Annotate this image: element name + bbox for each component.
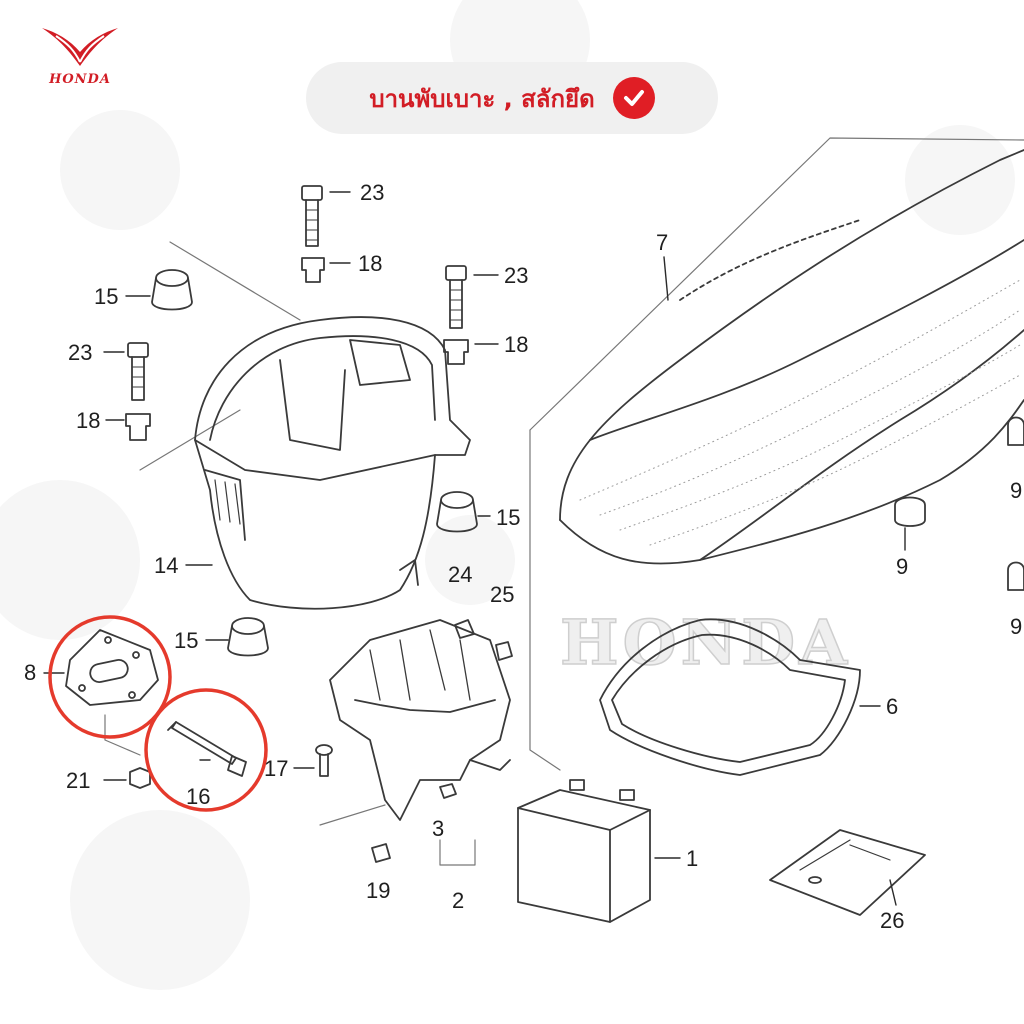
callout-18-top: 18: [358, 251, 383, 276]
callout-23-right: 23: [504, 263, 529, 288]
rubber-9-center: [894, 496, 926, 527]
honda-wing-icon: [42, 28, 118, 66]
title-banner: บานพับเบาะ , สลักยึด: [306, 62, 718, 134]
collar-18-top: [301, 257, 325, 283]
rubber-15-right: [436, 491, 478, 533]
watermark-honda: HONDA: [559, 605, 852, 680]
callout-9-bottom: 9: [1010, 614, 1023, 639]
bolt-23-right: [445, 265, 467, 329]
screw-17: [315, 744, 333, 777]
banner-title: บานพับเบาะ , สลักยึด: [369, 84, 595, 113]
luggage-box-part: [194, 316, 471, 610]
highlight-pin: [144, 688, 268, 812]
clip-25: [495, 641, 513, 661]
callout-16: 16: [186, 784, 211, 809]
callout-1: 1: [686, 846, 699, 871]
callout-18-left: 18: [76, 408, 101, 433]
battery-part: [517, 779, 651, 923]
clip-3: [439, 783, 457, 799]
battery-box-part: [329, 619, 511, 821]
rubber-15-bottom: [227, 617, 269, 657]
callout-17: 17: [264, 756, 289, 781]
callout-19: 19: [366, 878, 391, 903]
callout-15-bottom: 15: [174, 628, 199, 653]
bolt-23-left: [127, 342, 149, 401]
callout-24: 24: [448, 562, 473, 587]
check-circle-icon: [612, 77, 655, 119]
nut-21: [129, 767, 151, 789]
callout-14: 14: [154, 553, 179, 578]
rubber-9-top: [1007, 416, 1024, 446]
callout-2: 2: [452, 888, 465, 913]
hinge-pin-part: [167, 721, 247, 777]
callout-9-top: 9: [1010, 478, 1023, 503]
callout-3: 3: [432, 816, 445, 841]
highlight-circles: [48, 615, 268, 812]
logo-text: HONDA: [49, 72, 111, 87]
seat-hinge-part: [65, 629, 159, 706]
rubber-9-bottom: [1007, 561, 1024, 591]
collar-18-right: [443, 339, 469, 365]
clip-24: [454, 619, 475, 639]
tool-bag-part: [769, 829, 926, 916]
callout-8: 8: [24, 660, 37, 685]
callout-7: 7: [656, 230, 669, 255]
honda-logo: HONDA: [30, 22, 130, 92]
rubber-band-part: [599, 618, 861, 776]
callout-23-top: 23: [360, 180, 385, 205]
highlight-hinge: [48, 615, 172, 739]
callout-25: 25: [490, 582, 515, 607]
callout-6: 6: [886, 694, 899, 719]
callout-15-top: 15: [94, 284, 119, 309]
callout-15-right: 15: [496, 505, 521, 530]
callout-23-left: 23: [68, 340, 93, 365]
callout-21: 21: [66, 768, 91, 793]
collar-18-left: [125, 413, 151, 441]
callout-26: 26: [880, 908, 905, 933]
rubber-15-top: [151, 269, 193, 311]
clip-19: [371, 843, 391, 863]
seat-part: [559, 149, 1024, 565]
bolt-23-top: [301, 185, 323, 247]
callout-18-right: 18: [504, 332, 529, 357]
callout-9-center: 9: [896, 554, 909, 579]
